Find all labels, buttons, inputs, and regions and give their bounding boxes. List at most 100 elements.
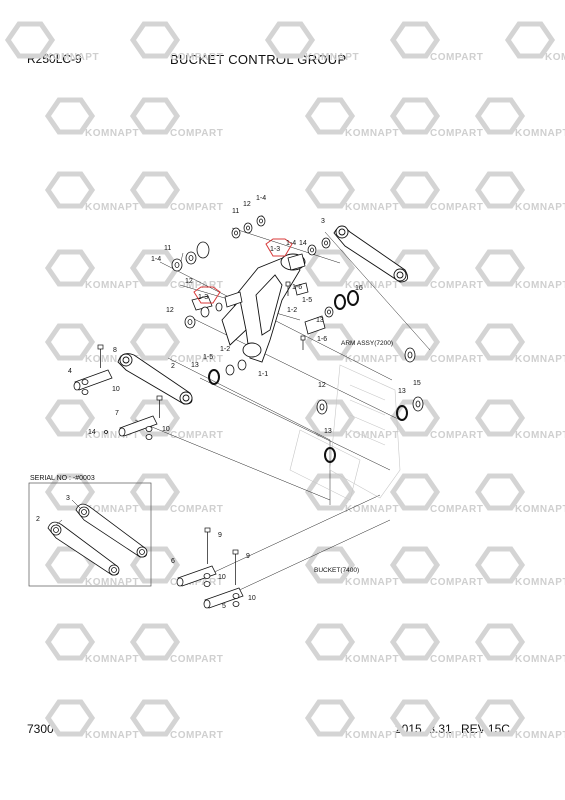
- watermark-text: KOMNAPT: [345, 577, 399, 588]
- watermark-hexagon-logo: [129, 171, 181, 209]
- watermark-text: COMPART: [170, 577, 223, 588]
- watermark-hexagon-logo: [474, 623, 526, 661]
- watermark-hexagon-logo: [4, 21, 56, 59]
- watermark-text: COMPART: [170, 128, 223, 139]
- watermark-hexagon-logo: [474, 699, 526, 737]
- watermark-text: COMPART: [170, 654, 223, 665]
- watermark-text: KOMNAPT: [85, 430, 139, 441]
- watermark-text: KOMNAPT: [515, 354, 565, 365]
- part-label-l9a: 9: [218, 532, 222, 539]
- watermark-hexagon-logo: [474, 473, 526, 511]
- watermark-text: COMPART: [430, 430, 483, 441]
- highlighted-part-label-a: 1-3: [270, 246, 280, 253]
- part-label-l10c: 10: [218, 574, 226, 581]
- watermark-text: COMPART: [170, 730, 223, 741]
- watermark-text: KOMNAPT: [85, 577, 139, 588]
- part-label-l12b: 12: [185, 278, 193, 285]
- serial-inset: [28, 482, 152, 587]
- part-label-l13a: 13: [316, 317, 324, 324]
- h-link-assembly: [221, 253, 306, 363]
- part-label-in-3: 3: [66, 495, 70, 502]
- watermark-hexagon-logo: [389, 473, 441, 511]
- watermark-hexagon-logo: [129, 473, 181, 511]
- watermark-text: COMPART: [170, 504, 223, 515]
- watermark-text: KOMNAPT: [85, 354, 139, 365]
- watermark-text: COMPART: [430, 730, 483, 741]
- watermark-text: COMPART: [430, 128, 483, 139]
- watermark-text: KOMNAPT: [345, 280, 399, 291]
- watermark-hexagon-logo: [474, 249, 526, 287]
- part-label-l1-2a: 1-2: [287, 307, 297, 314]
- watermark-hexagon-logo: [304, 623, 356, 661]
- watermark-hexagon-logo: [304, 249, 356, 287]
- part-label-l1-5a: 1-5: [302, 297, 312, 304]
- watermark-hexagon-logo: [129, 97, 181, 135]
- watermark-text: KOMNAPT: [515, 202, 565, 213]
- watermark-text: COMPART: [430, 202, 483, 213]
- watermark-text: COMPART: [170, 430, 223, 441]
- watermark-hexagon-logo: [44, 623, 96, 661]
- part-label-l6: 6: [171, 558, 175, 565]
- arm-assy-outline: [289, 364, 401, 501]
- part-label-l2: 2: [171, 363, 175, 370]
- watermark-text: KOMNAPT: [515, 280, 565, 291]
- watermark-text: COMPART: [170, 280, 223, 291]
- part-label-l12d: 12: [318, 382, 326, 389]
- watermark-hexagon-logo: [389, 699, 441, 737]
- watermark-text: KOMNAPT: [345, 730, 399, 741]
- watermark-text: COMPART: [430, 354, 483, 365]
- part-label-l13c: 13: [398, 388, 406, 395]
- watermark-hexagon-logo: [129, 623, 181, 661]
- watermark-text: COMPART: [430, 52, 483, 63]
- watermark-text: KOMNAPT: [345, 128, 399, 139]
- watermark-hexagon-logo: [129, 323, 181, 361]
- pins: [73, 253, 326, 609]
- watermark-hexagon-logo: [264, 21, 316, 59]
- watermark-hexagon-logo: [304, 699, 356, 737]
- watermark-text: KOMNAPT: [515, 430, 565, 441]
- watermark-layer: KOMNAPT COMPART KOMNAPT COMPART KOMNAPT KOMNA…: [4, 21, 565, 741]
- watermark-hexagon-logo: [474, 399, 526, 437]
- watermark-text: KOMNAPT: [515, 504, 565, 515]
- watermark-hexagon-logo: [304, 171, 356, 209]
- watermark-text: COMPART: [170, 52, 223, 63]
- watermark-text: KOMNAPT: [515, 577, 565, 588]
- washers: [81, 215, 424, 607]
- leader-lines: [134, 215, 431, 601]
- watermark-hexagon-logo: [44, 171, 96, 209]
- part-label-l1-4a: 1-4: [256, 195, 266, 202]
- watermark-hexagon-logo: [474, 323, 526, 361]
- part-label-l11b: 11: [164, 245, 171, 252]
- watermark-text: COMPART: [430, 654, 483, 665]
- link-2: [117, 353, 193, 405]
- watermark-text: KOMNAPT: [515, 730, 565, 741]
- part-label-l15: 15: [413, 380, 421, 387]
- part-label-l1-2b: 1-2: [220, 346, 230, 353]
- highlight-markers: [193, 238, 293, 304]
- part-label-l1-4c: 1-4: [286, 240, 296, 247]
- watermark-hexagon-logo: [389, 249, 441, 287]
- part-label-l8: 8: [113, 347, 117, 354]
- watermark-text: COMPART: [170, 202, 223, 213]
- part-label-l1-6b: 1-6: [317, 336, 327, 343]
- part-label-l1-6a: 1-6: [292, 284, 302, 291]
- watermark-text: KOMNAPT: [85, 202, 139, 213]
- part-label-l14-top: 14: [299, 240, 307, 247]
- watermark-hexagon-logo: [474, 97, 526, 135]
- highlighted-part-label-b: 1-3: [198, 294, 208, 301]
- part-label-l9b: 9: [246, 553, 250, 560]
- o-rings: [208, 290, 408, 463]
- watermark-text: KOMNAPT: [85, 128, 139, 139]
- part-label-l4: 4: [68, 368, 72, 375]
- watermark-hexagon-logo: [304, 546, 356, 584]
- watermark-text: COMPART: [430, 577, 483, 588]
- part-label-l14: 14: [88, 429, 96, 436]
- part-label-in-2: 2: [36, 516, 40, 523]
- part-label-l13b: 13: [191, 362, 199, 369]
- watermark-hexagon-logo: [389, 97, 441, 135]
- page-number: 7300: [27, 722, 54, 736]
- watermark-hexagon-logo: [474, 171, 526, 209]
- part-label-l10b: 10: [162, 426, 170, 433]
